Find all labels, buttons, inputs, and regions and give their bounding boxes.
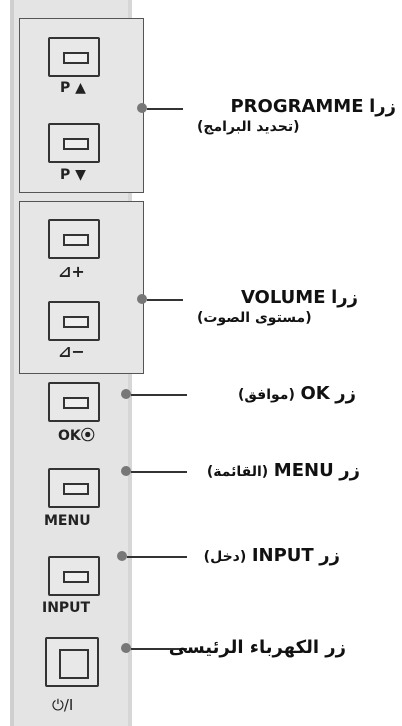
ok-caption: زر OK (موافق)	[238, 383, 356, 404]
menu-label: MENU	[44, 513, 91, 529]
volume-down-button[interactable]	[48, 301, 100, 341]
volume-up-label: ⊿+	[58, 262, 85, 281]
volume-subtitle: (مستوى الصوت)	[197, 310, 312, 326]
input-prefix: زر	[319, 545, 340, 566]
programme-down-button[interactable]	[48, 123, 100, 163]
input-dot	[117, 551, 127, 561]
button-slot	[63, 234, 89, 246]
volume-caption: زرا VOLUME	[241, 287, 358, 308]
button-slot	[63, 571, 89, 583]
volume-up-button[interactable]	[48, 219, 100, 259]
ok-leader-line	[131, 394, 187, 396]
button-slot	[63, 316, 89, 328]
programme-down-label: P ▼	[60, 167, 86, 183]
ok-prefix: زر	[335, 383, 356, 404]
menu-prefix: زر	[339, 460, 360, 481]
programme-caption: زرا PROGRAMME	[230, 96, 396, 117]
power-text: زر الكهرباء الرئيسى	[168, 637, 346, 658]
menu-caption: زر MENU (القائمة)	[207, 460, 360, 481]
programme-leader-line	[147, 108, 183, 110]
ok-suffix: (موافق)	[238, 387, 295, 403]
volume-leader-line	[147, 299, 183, 301]
ok-dot	[121, 389, 131, 399]
button-slot	[63, 397, 89, 409]
input-name: INPUT	[251, 545, 314, 566]
input-suffix: (دخل)	[203, 549, 247, 565]
menu-leader-line	[131, 471, 187, 473]
power-leader-line	[131, 648, 187, 650]
ok-name: OK	[300, 383, 330, 404]
programme-name: PROGRAMME	[230, 96, 364, 117]
input-caption: زر INPUT (دخل)	[204, 545, 340, 566]
programme-up-button[interactable]	[48, 37, 100, 77]
programme-subtitle: (تحديد البرامج)	[197, 119, 300, 135]
volume-down-label: ⊿−	[58, 342, 85, 361]
button-slot	[63, 138, 89, 150]
power-caption: زر الكهرباء الرئيسى	[169, 637, 346, 658]
volume-name: VOLUME	[240, 287, 326, 308]
volume-prefix: زرا	[331, 287, 358, 308]
programme-prefix: زرا	[369, 96, 396, 117]
button-slot	[63, 483, 89, 495]
ok-button[interactable]	[48, 382, 100, 422]
input-label: INPUT	[42, 600, 91, 616]
volume-dot	[137, 294, 147, 304]
power-button[interactable]	[45, 637, 99, 687]
programme-dot	[137, 103, 147, 113]
menu-dot	[121, 466, 131, 476]
power-button-square	[59, 649, 89, 679]
input-button[interactable]	[48, 556, 100, 596]
power-dot	[121, 643, 131, 653]
menu-button[interactable]	[48, 468, 100, 508]
input-leader-line	[127, 556, 187, 558]
button-slot	[63, 52, 89, 64]
panel-edge-left	[10, 0, 14, 726]
menu-name: MENU	[273, 460, 334, 481]
menu-suffix: (القائمة)	[206, 464, 269, 480]
power-label: ⏻/I	[52, 696, 74, 714]
ok-label: OK⦿	[58, 428, 95, 444]
programme-up-label: P ▲	[60, 80, 86, 96]
